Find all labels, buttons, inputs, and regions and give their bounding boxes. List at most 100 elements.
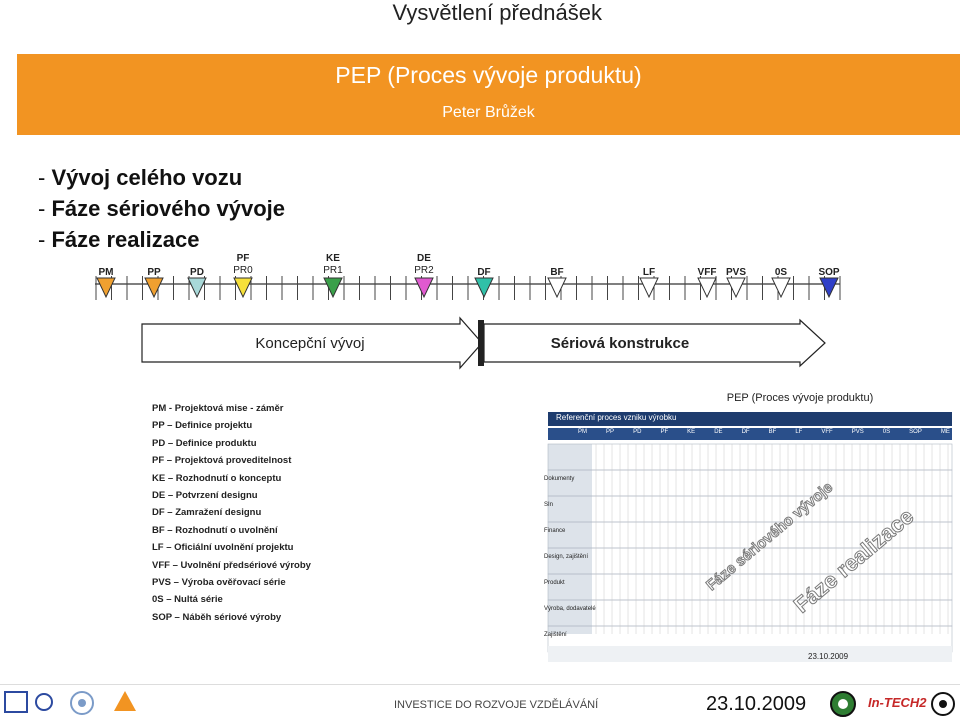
ref-code: LF: [795, 429, 803, 435]
milestone-marker-pd: [187, 277, 207, 299]
ref-code: 0S: [882, 429, 891, 435]
ref-date: 23.10.2009: [808, 652, 849, 661]
footer: INVESTICE DO ROZVOJE VZDĚLÁVÁNÍ 23.10.20…: [0, 684, 960, 722]
concept-label: Koncepční vývoj: [255, 335, 365, 352]
legend-item: PF – Projektová proveditelnost: [152, 455, 292, 467]
legend-item: PD – Definice produktu: [152, 437, 257, 449]
phase-code: PM: [98, 267, 114, 278]
legend-item: PP – Definice projektu: [152, 420, 253, 432]
author-name: Peter Brůžek: [442, 104, 535, 121]
legend-item: LF – Oficiální uvolnění projektu: [152, 542, 294, 554]
ref-row-label: Design, zajištění: [544, 554, 589, 560]
milestone-marker-df: [474, 277, 494, 299]
topic-item: Vývoj celého vozu: [38, 162, 285, 193]
phase-code: BF: [550, 267, 564, 278]
legend-item: 0S – Nultá série: [152, 594, 223, 606]
university-logo-icon: [930, 691, 956, 717]
legend-item: PVS – Výroba ověřovací série: [152, 577, 286, 589]
presentation-title: PEP (Proces vývoje produktu): [335, 62, 642, 88]
ref-code: DE: [714, 429, 723, 435]
program-label: INVESTICE DO ROZVOJE VZDĚLÁVÁNÍ: [394, 699, 599, 711]
ref-row-label: Finance: [544, 528, 566, 534]
ref-row-label: Zajištění: [544, 632, 567, 638]
phase-code: KE: [326, 253, 340, 264]
ref-title: PEP (Proces vývoje produktu): [726, 392, 874, 404]
milestone-markers: [96, 277, 839, 299]
esf-logo-icon: [32, 693, 56, 714]
pep-reference-figure: PEP (Proces vývoje produktu) Referenční …: [540, 388, 958, 666]
phase-code: DE: [417, 253, 431, 264]
ref-code: PP: [606, 429, 615, 435]
legend-item: PM - Projektová mise - záměr: [152, 403, 284, 414]
ref-code: SOP: [909, 429, 922, 435]
phase-prototype: PR2: [414, 265, 434, 276]
phase-code: PP: [147, 267, 161, 278]
phase-label-pvs: PVS: [716, 267, 756, 279]
topic-list: Vývoj celého vozu Fáze sériového vývoje …: [38, 162, 285, 255]
phase-label-sop: SOP: [809, 267, 849, 279]
phase-code: 0S: [774, 267, 788, 278]
phase-code: SOP: [818, 267, 840, 278]
milestone-marker-sop: [819, 277, 839, 299]
legend-item: DE – Potvrzení designu: [152, 490, 258, 502]
ref-code: PVS: [851, 429, 864, 435]
phase-code: VFF: [697, 267, 717, 278]
legend-item: BF – Rozhodnutí o uvolnění: [152, 524, 278, 536]
phase-code: LF: [642, 267, 656, 278]
ministry-logo-icon: [68, 689, 96, 717]
abbreviation-legend: PM - Projektová mise - záměr PP – Definic…: [152, 400, 311, 626]
ref-code: PF: [660, 429, 669, 435]
legend-item: SOP – Náběh sériové výroby: [152, 611, 282, 623]
phase-code: PD: [190, 267, 204, 278]
phase-label-lf: LF: [629, 267, 669, 279]
phase-label-df: DF: [464, 267, 504, 279]
phase-prototype: PR1: [323, 265, 343, 276]
phase-label-pp: PP: [134, 267, 174, 279]
eu-flag-icon: [4, 691, 28, 713]
milestone-marker-pvs: [726, 277, 746, 299]
ref-subtitle: Referenční proces vzniku výrobku: [556, 413, 677, 422]
ref-code: PM: [578, 429, 587, 435]
milestone-marker-pm: [96, 277, 116, 299]
ref-code: PD: [633, 429, 642, 435]
phase-label-pd: PD: [177, 267, 217, 279]
phase-code: PF: [236, 253, 250, 264]
legend-item: DF – Zamražení designu: [152, 507, 262, 519]
ref-code: ME: [940, 429, 950, 435]
milestone-marker-vff: [697, 277, 717, 299]
phase-code: PVS: [725, 267, 746, 278]
ref-code: KE: [687, 429, 696, 435]
legend-item: VFF – Uvolnění předsériové výroby: [152, 559, 311, 571]
phase-label-pm: PM: [86, 267, 126, 279]
milestone-marker-lf: [639, 277, 659, 299]
development-phase-arrows: [141, 316, 826, 370]
phase-label-bf: BF: [537, 267, 577, 279]
milestone-marker-bf: [547, 277, 567, 299]
milestone-marker-0s: [771, 277, 791, 299]
ref-code: DF: [741, 429, 750, 435]
ref-code: VFF: [821, 429, 833, 435]
phase-prototype: PR0: [233, 265, 253, 276]
phase-code: DF: [477, 267, 491, 278]
ref-code: BF: [768, 429, 777, 435]
topic-item: Fáze realizace: [38, 224, 285, 255]
ref-row-label: Dokumenty: [544, 476, 575, 482]
page-title: Vysvětlení přednášek: [392, 0, 602, 25]
topic-item: Fáze sériového vývoje: [38, 193, 285, 224]
ref-row-label: Výroba, dodavatelé: [544, 606, 596, 612]
ref-subtitle-bar: [548, 412, 952, 426]
footer-date: 23.10.2009: [706, 693, 807, 715]
intech2-logo: In-TECH2: [868, 695, 927, 710]
milestone-marker-de: [414, 277, 434, 299]
milestone-timeline: [95, 276, 841, 300]
opvk-logo-icon: [112, 689, 138, 715]
phase-divider: [478, 320, 484, 366]
phase-label-vff: VFF: [687, 267, 727, 279]
skoda-logo-icon: [828, 690, 858, 718]
series-arrow: [483, 318, 826, 368]
title-banner: PEP (Proces vývoje produktu) Peter Brůže…: [17, 54, 960, 135]
